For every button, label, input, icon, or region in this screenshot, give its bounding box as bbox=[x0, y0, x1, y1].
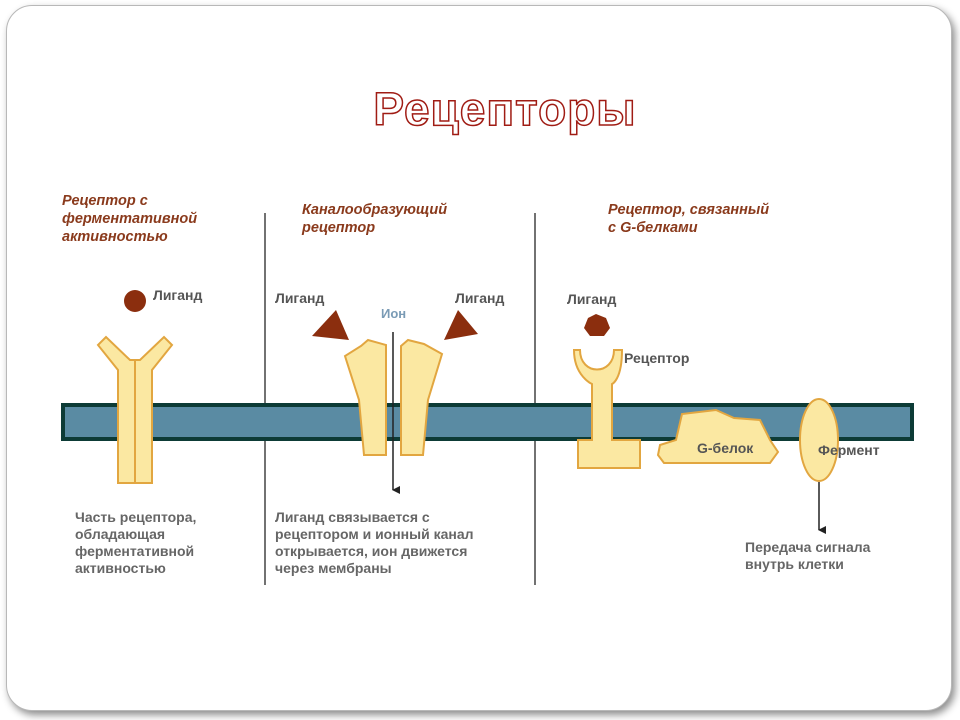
cell-membrane bbox=[61, 403, 914, 441]
g-protein-label: G-белок bbox=[697, 440, 754, 456]
g-protein-ligand bbox=[584, 314, 610, 336]
channel-ligand-left-label: Лиганд bbox=[275, 290, 325, 306]
channel-ligand-right bbox=[444, 310, 478, 340]
g-protein bbox=[656, 408, 780, 464]
slide-frame bbox=[6, 5, 952, 711]
enzymatic-ligand-label: Лиганд bbox=[153, 287, 203, 303]
g-protein-ligand-label: Лиганд bbox=[567, 291, 617, 307]
channel-caption: Лиганд связывается с рецептором и ионный… bbox=[275, 509, 477, 576]
channel-ligand-left bbox=[312, 310, 349, 340]
enzyme-label: Фермент bbox=[818, 442, 880, 458]
gpcr-receptor-label: Рецептор bbox=[624, 350, 689, 366]
channel-subunit-right bbox=[400, 338, 444, 456]
enzyme bbox=[799, 398, 839, 482]
channel-subunit-left bbox=[343, 338, 387, 456]
enzymatic-ligand bbox=[124, 290, 146, 312]
channel-ligand-right-label: Лиганд bbox=[455, 290, 505, 306]
enzymatic-caption: Часть рецептора, обладающая ферментативн… bbox=[75, 509, 200, 576]
g-protein-header: Рецептор, связанный с G-белками bbox=[608, 202, 773, 236]
enzymatic-header: Рецептор с ферментативной активностью bbox=[62, 193, 201, 245]
ion-label: Ион bbox=[381, 306, 406, 321]
g-protein-caption: Передача сигнала внутрь клетки bbox=[745, 539, 874, 572]
slide-title: Рецепторы bbox=[373, 82, 637, 136]
channel-header: Каналообразующий рецептор bbox=[301, 202, 451, 236]
gpcr-receptor bbox=[572, 349, 641, 469]
